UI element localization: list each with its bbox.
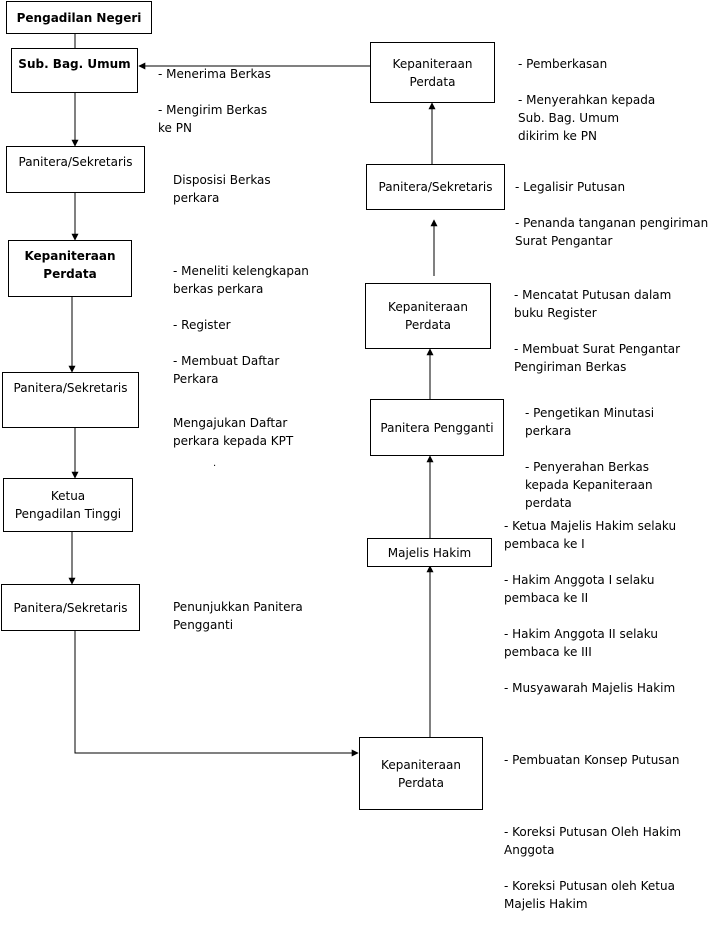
note-pemberkasan: - Pemberkasan - Menyerahkan kepada Sub. … — [518, 37, 655, 163]
box-pengadilan-negeri: Pengadilan Negeri — [6, 1, 152, 34]
note-majelis-hakim: - Ketua Majelis Hakim selaku pembaca ke … — [504, 499, 681, 931]
note-kepaniteraan: - Meneliti kelengkapan berkas perkara - … — [173, 244, 309, 406]
box-panitera-sekretaris-1: Panitera/Sekretaris — [6, 146, 145, 193]
stray-dot: . — [213, 458, 216, 469]
note-item: - Koreksi Putusan oleh Ketua Majelis Hak… — [504, 879, 675, 911]
box-panitera-pengganti: Panitera Pengganti — [370, 399, 504, 456]
note-item: - Register — [173, 318, 231, 332]
note-sub-bag-umum: - Menerima Berkas - Mengirim Berkas ke P… — [158, 47, 271, 155]
note-item: - Pembuatan Konsep Putusan — [504, 753, 680, 767]
note-disposisi: Disposisi Berkas perkara — [173, 153, 271, 225]
box-ketua-pengadilan-tinggi: Ketua Pengadilan Tinggi — [3, 478, 133, 532]
note-legalisir: - Legalisir Putusan - Penanda tanganan p… — [515, 160, 708, 268]
note-item: - Penanda tanganan pengiriman Surat Peng… — [515, 216, 709, 248]
note-item: Disposisi Berkas perkara — [173, 173, 271, 205]
note-item: - Menyerahkan kepada Sub. Bag. Umum diki… — [518, 93, 656, 143]
note-item: - Membuat Daftar Perkara — [173, 354, 280, 386]
note-item: - Menerima Berkas — [158, 67, 271, 81]
box-sub-bag-umum: Sub. Bag. Umum — [11, 48, 138, 93]
note-item: - Penyerahan Berkas kepada Kepaniteraan … — [525, 460, 653, 510]
note-pengetikan: - Pengetikan Minutasi perkara - Penyerah… — [525, 386, 654, 530]
note-item: Penunjukkan Panitera Pengganti — [173, 600, 303, 632]
note-item: - Koreksi Putusan Oleh Hakim Anggota — [504, 825, 682, 857]
box-kepaniteraan-perdata-mid: Kepaniteraan Perdata — [365, 283, 491, 349]
box-kepaniteraan-perdata-top: Kepaniteraan Perdata — [370, 42, 495, 103]
note-item: - Membuat Surat Pengantar Pengiriman Ber… — [514, 342, 681, 374]
note-item — [504, 787, 681, 805]
note-item: Mengajukan Daftar perkara kepada KPT — [173, 416, 294, 448]
note-item: - Musyawarah Majelis Hakim — [504, 681, 676, 695]
note-mencatat-putusan: - Mencatat Putusan dalam buku Register -… — [514, 268, 680, 394]
note-item: - Pengetikan Minutasi perkara — [525, 406, 655, 438]
box-panitera-sekretaris-2: Panitera/Sekretaris — [2, 372, 139, 428]
note-item: - Pemberkasan — [518, 57, 608, 71]
box-majelis-hakim: Majelis Hakim — [367, 538, 492, 567]
note-item: - Mengirim Berkas ke PN — [158, 103, 268, 135]
box-panitera-sekretaris-3: Panitera/Sekretaris — [1, 584, 140, 631]
note-item: - Legalisir Putusan — [515, 180, 626, 194]
note-item: - Ketua Majelis Hakim selaku pembaca ke … — [504, 519, 677, 551]
arrow-panitera-kepaniteraan-bottom — [74, 631, 359, 757]
note-item — [504, 715, 681, 733]
note-item: - Mencatat Putusan dalam buku Register — [514, 288, 672, 320]
box-panitera-sekretaris-right: Panitera/Sekretaris — [366, 164, 505, 210]
box-kepaniteraan-perdata-bottom: Kepaniteraan Perdata — [359, 737, 483, 810]
flow-connectors: . — [68, 33, 438, 757]
box-kepaniteraan-perdata-1: Kepaniteraan Perdata — [8, 240, 132, 297]
note-item: - Meneliti kelengkapan berkas perkara — [173, 264, 309, 296]
note-penunjukkan: Penunjukkan Panitera Pengganti — [173, 580, 303, 652]
note-item: - Hakim Anggota I selaku pembaca ke II — [504, 573, 655, 605]
note-daftar-perkara: Mengajukan Daftar perkara kepada KPT — [173, 396, 293, 468]
note-item: - Hakim Anggota II selaku pembaca ke III — [504, 627, 658, 659]
